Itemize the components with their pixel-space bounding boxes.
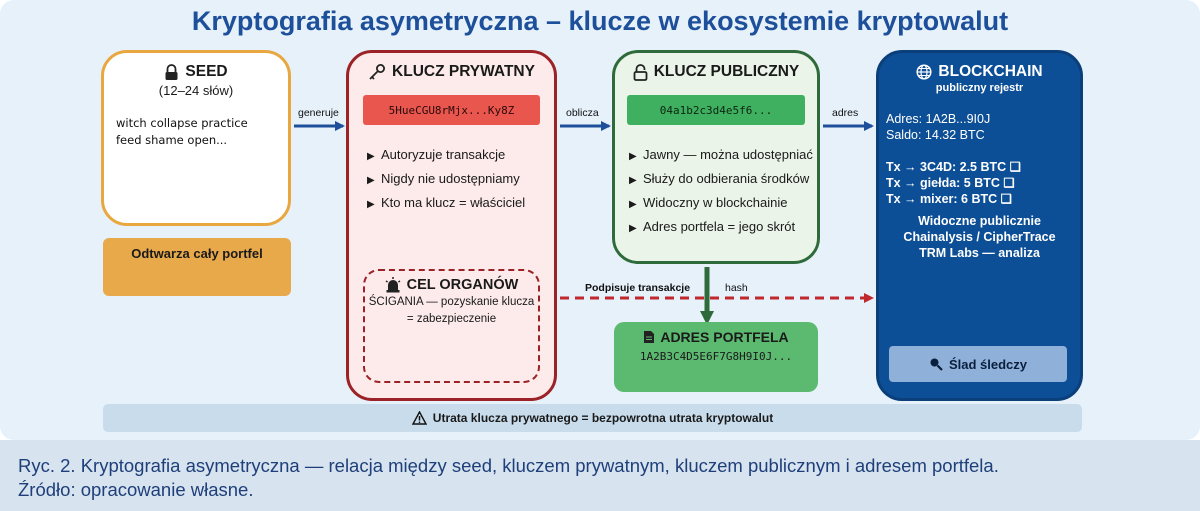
caption-line: Ryc. 2. Kryptografia asymetryczna — rela… [18,455,999,476]
public-key-value: 04a1b2c3d4e5f6... [627,95,805,125]
label-signs: Podpisuje transakcje [585,282,691,294]
seed-box: SEED (12–24 słów) witch collapse practic… [101,50,291,226]
blockchain-public-note: Widoczne publicznie Chainalysis / Cipher… [903,214,1056,260]
label-address: adres [832,107,859,119]
trace-label: Ślad śledczy [948,356,1028,372]
ledger-address: Adres: 1A2B...9I0J [886,112,991,126]
blockchain-ledger: Adres: 1A2B...9I0J Saldo: 14.32 BTC Tx →… [886,111,1021,207]
label-hash: hash [725,282,748,294]
private-key-bullets: ▶Autoryzuje transakcje ▶Nigdy nie udostę… [367,144,525,216]
label-generates: generuje [298,107,339,119]
figure-caption: Ryc. 2. Kryptografia asymetryczna — rela… [0,440,1200,511]
magnifier-icon [929,357,943,371]
diagram-canvas: Kryptografia asymetryczna – klucze w eko… [0,0,1200,440]
seed-sub: (12–24 słów) [158,83,234,98]
target-line: ŚCIGANIA — pozyskanie klucza [368,296,535,308]
restore-wallet-box: Odtwarza cały portfel [103,238,291,296]
forensic-trace-box: Ślad śledczy [889,346,1067,382]
public-key-label: KLUCZ PUBLICZNY [653,63,800,80]
public-key-box: KLUCZ PUBLICZNY 04a1b2c3d4e5f6... ▶Jawny… [612,50,820,264]
private-key-box: KLUCZ PRYWATNY 5HueCGU8rMjx...Ky8Z ▶Auto… [346,50,557,401]
list-item: ▶Autoryzuje transakcje [367,147,506,162]
list-item: ▶Kto ma klucz = właściciel [367,195,526,210]
address-value: 1A2B3C4D5E6F7G8H9I0J... [639,350,793,363]
target-line: = zabezpieczenie [406,313,497,325]
warning-bar: Utrata klucza prywatnego = bezpowrotna u… [103,404,1082,432]
warning-text: Utrata klucza prywatnego = bezpowrotna u… [432,411,774,425]
ledger-tx: Tx → 3C4D: 2.5 BTC ❑ [886,160,1021,174]
locked-padlock-icon [164,63,179,81]
ledger-balance: Saldo: 14.32 BTC [886,128,985,142]
ledger-tx: Tx → mixer: 6 BTC ❑ [886,192,1012,206]
seed-words: witch collapse practice feed shame open.… [116,115,276,149]
law-enforcement-target-box: CEL ORGANÓW ŚCIGANIA — pozyskanie klucza… [363,269,540,383]
seed-label: SEED [185,63,228,80]
seed-words-line: feed shame open... [116,133,228,147]
list-item: ▶Nigdy nie udostępniamy [367,171,520,186]
blockchain-box: BLOCKCHAIN publiczny rejestr Adres: 1A2B… [876,50,1083,401]
list-item: ▶Służy do odbierania środków [629,171,810,186]
unlocked-padlock-icon [633,63,648,81]
caption-source: Źródło: opracowanie własne. [18,479,254,500]
siren-icon [385,277,401,293]
wallet-address-box: ADRES PORTFELA 1A2B3C4D5E6F7G8H9I0J... [614,322,818,392]
seed-words-line: witch collapse practice [116,116,248,130]
key-icon [368,63,386,81]
document-icon [643,330,655,344]
public-key-bullets: ▶Jawny — można udostępniać ▶Służy do odb… [629,144,813,240]
diagram-title: Kryptografia asymetryczna – klucze w eko… [191,6,1009,36]
list-item: ▶Widoczny w blockchainie [629,195,788,210]
target-label: CEL ORGANÓW [406,277,519,293]
list-item: ▶Adres portfela = jego skrót [629,219,796,234]
blockchain-label: BLOCKCHAIN [938,63,1043,80]
warning-icon [411,411,427,425]
private-key-value: 5HueCGU8rMjx...Ky8Z [363,95,540,125]
list-item: ▶Jawny — można udostępniać [629,147,813,162]
private-key-label: KLUCZ PRYWATNY [392,63,535,80]
address-label: ADRES PORTFELA [660,329,789,345]
label-computes: oblicza [566,107,599,119]
blockchain-sub: publiczny rejestr [935,82,1024,94]
globe-icon [916,64,932,80]
ledger-tx: Tx → giełda: 5 BTC ❑ [886,176,1015,190]
